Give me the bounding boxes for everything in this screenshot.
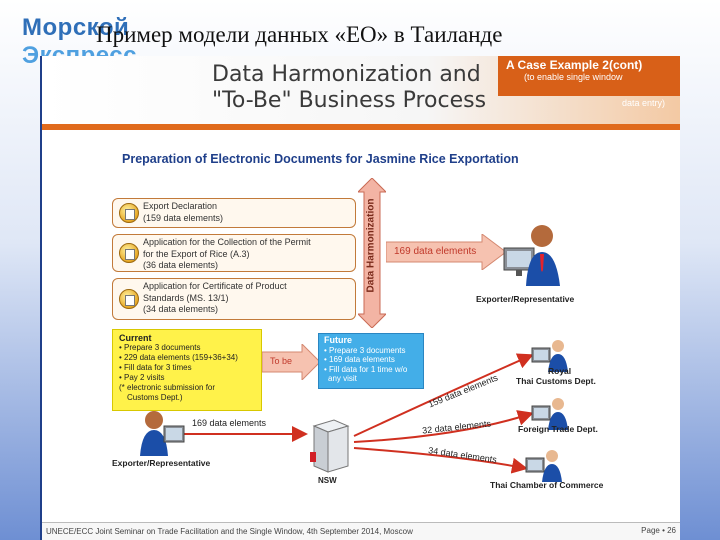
foreign-trade-label: Foreign Trade Dept. <box>518 424 598 434</box>
document-line: Standards (MS. 13/1) <box>143 292 229 303</box>
chamber-label: Thai Chamber of Commerce <box>490 480 604 490</box>
chamber-officer-icon <box>525 450 562 482</box>
future-item: any visit <box>328 374 357 384</box>
case-sub-2: data entry) <box>622 98 666 108</box>
exporter-top-label: Exporter/Representative <box>476 294 575 304</box>
document-line: (159 data elements) <box>143 212 224 223</box>
current-process-box: Current • Prepare 3 documents • 229 data… <box>112 329 262 411</box>
current-heading: Current <box>119 333 152 343</box>
footer-page-number: Page • 26 <box>641 526 676 535</box>
future-process-box: Future • Prepare 3 documents • 169 data … <box>318 333 424 389</box>
case-label: A Case Example 2(cont) <box>506 58 643 72</box>
document-icon <box>119 289 139 309</box>
current-item: Customs Dept.) <box>127 393 183 402</box>
future-heading: Future <box>324 335 352 345</box>
exporter-bottom-label: Exporter/Representative <box>112 458 211 468</box>
current-item: • Prepare 3 documents <box>119 343 201 352</box>
preparation-title: Preparation of Electronic Documents for … <box>122 152 519 166</box>
customs-officer-icon <box>531 340 568 372</box>
exporter-bottom-person-icon <box>140 411 185 456</box>
embedded-slide: Data Harmonization and "To-Be" Business … <box>40 56 680 540</box>
document-icon <box>119 243 139 263</box>
document-product-standards: Application for Certificate of Product S… <box>112 278 356 320</box>
nsw-label: NSW <box>318 476 337 485</box>
document-rice-permit: Application for the Collection of the Pe… <box>112 234 356 272</box>
flow-lines <box>182 353 534 474</box>
future-item: • Prepare 3 documents <box>324 345 406 355</box>
slide-footer: UNECE/ECC Joint Seminar on Trade Facilit… <box>42 522 680 540</box>
exporter-person-icon <box>503 225 560 286</box>
current-item: • Fill data for 3 times <box>119 363 192 372</box>
document-line: (36 data elements) <box>143 260 219 270</box>
nsw-server-icon <box>310 419 350 473</box>
customs-label-line-2: Thai Customs Dept. <box>516 376 596 386</box>
future-item: • 169 data elements <box>324 355 395 365</box>
harmonization-arrow <box>358 178 386 328</box>
banner-title-line-1: Data Harmonization and <box>212 62 481 87</box>
case-example-badge: A Case Example 2(cont) (to enable single… <box>498 56 680 96</box>
flow-label-exporter-nsw: 169 data elements <box>192 418 267 428</box>
company-logo: Морской Экспресс <box>22 14 137 68</box>
slide-title: Пример модели данных «ЕО» в Таиланде <box>96 22 503 47</box>
case-sub-1: (to enable single window <box>524 72 623 82</box>
document-line: Export Declaration <box>143 201 218 211</box>
document-line: Application for the Collection of the Pe… <box>143 237 311 247</box>
foreign-trade-officer-icon <box>531 398 568 430</box>
logo-line-1: Морской <box>22 14 130 41</box>
banner-title-line-2: "To-Be" Business Process <box>212 88 487 113</box>
document-export-declaration: Export Declaration (159 data elements) <box>112 198 356 228</box>
document-line: for the Export of Rice (A.3) <box>143 248 250 259</box>
banner-stripe <box>42 124 680 130</box>
to-be-arrow <box>262 344 320 380</box>
footer-seminar: UNECE/ECC Joint Seminar on Trade Facilit… <box>46 527 413 536</box>
current-item: • 229 data elements (159+36+34) <box>119 353 238 362</box>
document-line: (34 data elements) <box>143 304 219 314</box>
document-line: Application for Certificate of Product <box>143 281 287 291</box>
current-item: • Pay 2 visits <box>119 373 165 382</box>
current-item: (* electronic submission for <box>119 383 216 392</box>
data-elements-arrow <box>386 234 506 270</box>
to-be-label: To be <box>270 356 293 366</box>
main-arrow-label: 169 data elements <box>394 246 477 257</box>
document-icon <box>119 203 139 223</box>
customs-label-line-1: Royal <box>548 366 572 376</box>
future-item: • Fill data for 1 time w/o <box>324 364 408 374</box>
